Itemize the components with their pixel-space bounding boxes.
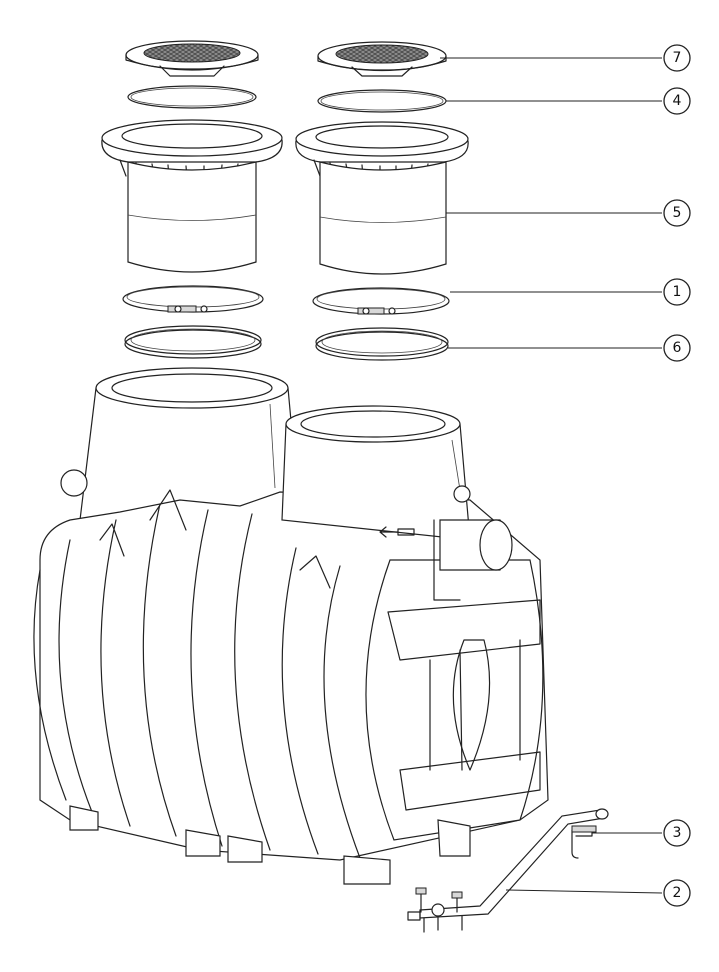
collar-right	[295, 121, 469, 275]
callout-6: 6	[663, 334, 691, 362]
callout-label-3: 3	[673, 825, 682, 841]
callout-label-5: 5	[673, 205, 682, 221]
callout-3: 3	[663, 819, 691, 847]
bracket-part-3	[571, 825, 597, 859]
callout-5: 5	[663, 199, 691, 227]
callout-1: 1	[663, 278, 691, 306]
cover-right	[317, 41, 447, 77]
gasket-left	[124, 325, 262, 359]
callout-label-6: 6	[673, 340, 682, 356]
callout-label-7: 7	[673, 50, 682, 66]
callout-label-1: 1	[673, 284, 682, 300]
clamp-ring-left	[122, 285, 264, 313]
callout-4: 4	[663, 87, 691, 115]
handle-bar-part-2	[407, 808, 609, 933]
callout-label-2: 2	[673, 885, 682, 901]
callout-7: 7	[663, 44, 691, 72]
gasket-right	[315, 327, 449, 361]
seal-ring-left	[127, 85, 257, 109]
clamp-ring-right	[312, 287, 450, 315]
cover-left	[125, 40, 259, 77]
callout-2: 2	[663, 879, 691, 907]
leader-lines	[440, 57, 663, 894]
seal-ring-right	[317, 89, 447, 113]
callout-label-4: 4	[673, 93, 682, 109]
collar-left	[101, 119, 283, 273]
tank-body	[33, 367, 549, 885]
